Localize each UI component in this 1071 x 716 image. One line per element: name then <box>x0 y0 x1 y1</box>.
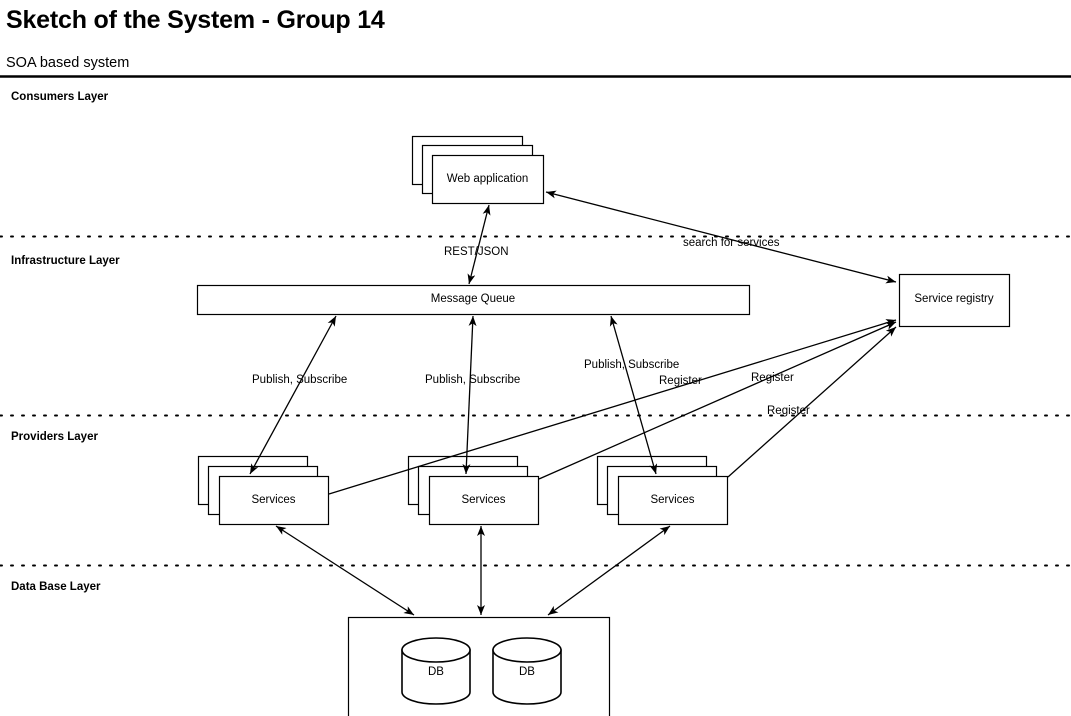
services-1-label: Services <box>251 494 296 506</box>
edge-services-3-database <box>547 525 671 616</box>
layer-label-providers: Providers Layer <box>11 431 98 443</box>
db-cylinder-1 <box>401 637 471 705</box>
edge-register-1 <box>328 319 897 495</box>
edge-register-2 <box>538 321 897 480</box>
page-title: Sketch of the System - Group 14 <box>6 6 385 34</box>
message-queue-box <box>196 284 751 316</box>
db-cylinder-2 <box>492 637 562 705</box>
services-3-label: Services <box>650 494 695 506</box>
page-subtitle: SOA based system <box>6 55 130 71</box>
edge-publish-subscribe-3 <box>609 315 658 475</box>
edge-label-register-2: Register <box>751 372 794 384</box>
edge-publish-subscribe-1 <box>249 315 337 475</box>
layer-label-consumers: Consumers Layer <box>11 91 109 103</box>
db-1-label: DB <box>428 666 444 678</box>
edge-label-register-1: Register <box>659 375 702 387</box>
services-2-label: Services <box>461 494 506 506</box>
message-queue-label: Message Queue <box>430 293 516 305</box>
edge-services-1-database <box>275 525 415 616</box>
edge-label-register-3: Register <box>767 405 810 417</box>
edge-publish-subscribe-2 <box>462 315 477 475</box>
edge-label-search-for-services: search for services <box>683 237 780 249</box>
edge-label-publish-subscribe-2: Publish, Subscribe <box>425 374 521 386</box>
layer-label-infrastructure: Infrastructure Layer <box>11 255 120 267</box>
services-1-box <box>218 475 330 526</box>
db-2-label: DB <box>519 666 535 678</box>
edge-rest-json <box>467 204 491 285</box>
web-application-box <box>431 154 545 205</box>
edge-register-3 <box>727 326 897 478</box>
edge-label-rest-json: REST/JSON <box>444 246 509 258</box>
services-3-box <box>617 475 729 526</box>
layer-label-database: Data Base Layer <box>11 581 101 593</box>
service-registry-box <box>898 273 1011 328</box>
edge-label-publish-subscribe-1: Publish, Subscribe <box>252 374 348 386</box>
services-2-box <box>428 475 540 526</box>
edge-label-publish-subscribe-3: Publish, Subscribe <box>584 359 680 371</box>
web-application-label: Web application <box>446 173 529 185</box>
service-registry-label: Service registry <box>914 293 994 305</box>
edge-search-for-services <box>545 190 897 284</box>
database-container-box <box>347 616 611 716</box>
